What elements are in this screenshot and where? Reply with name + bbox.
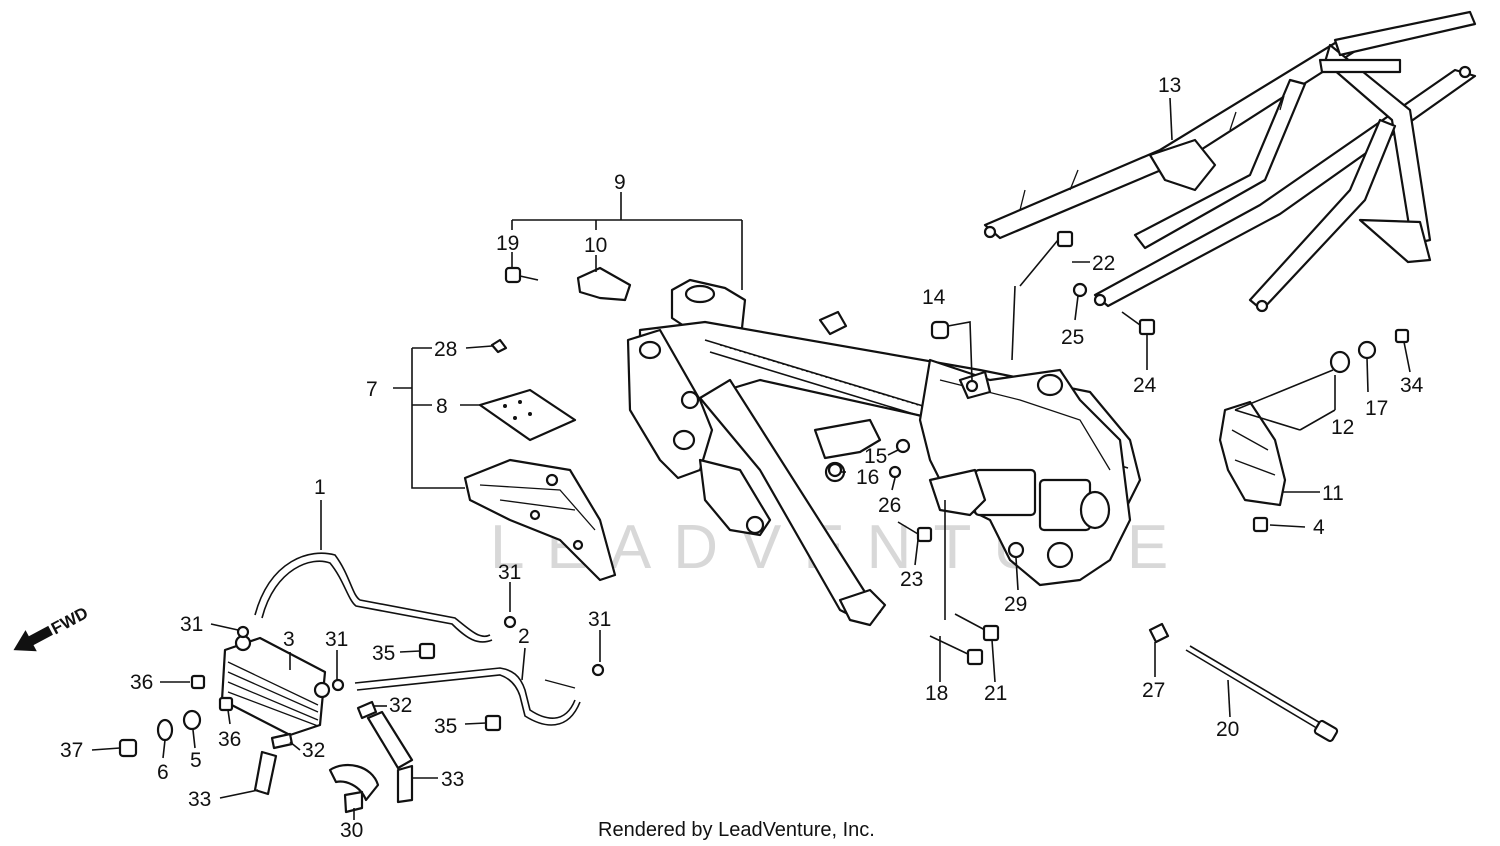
callout-27: 27 — [1142, 679, 1165, 702]
callout-35-b: 35 — [434, 715, 457, 738]
bolt-34 — [1394, 328, 1410, 344]
callout-15: 15 — [864, 445, 887, 468]
hose-30 — [328, 763, 380, 802]
callout-34: 34 — [1400, 374, 1424, 397]
washer-29 — [1007, 541, 1025, 559]
bolt-19 — [504, 266, 539, 284]
footer-caption: Rendered by LeadVenture, Inc. — [598, 819, 875, 841]
callout-13: 13 — [1158, 74, 1181, 97]
callout-10: 10 — [584, 234, 607, 257]
callout-7: 7 — [366, 378, 378, 401]
callout-31-d: 31 — [325, 628, 348, 651]
callout-6: 6 — [157, 761, 169, 784]
cushion-5 — [182, 709, 202, 731]
main-frame — [626, 278, 1142, 627]
callout-11: 11 — [1322, 482, 1344, 505]
bolt-23 — [897, 521, 933, 543]
callout-2: 2 — [518, 625, 530, 648]
callout-20: 20 — [1216, 718, 1239, 741]
callout-18: 18 — [925, 682, 948, 705]
callout-21: 21 — [984, 682, 1007, 705]
nut-26 — [888, 465, 902, 479]
oil-hose-1 — [254, 552, 493, 643]
collar-17 — [1357, 340, 1377, 360]
callout-labels: 1 2 3 4 5 6 7 8 9 10 11 12 13 14 15 16 1… — [60, 74, 1424, 842]
callout-23: 23 — [900, 568, 923, 591]
callout-30: 30 — [340, 819, 363, 842]
callout-33-b: 33 — [441, 768, 464, 791]
clamp-32-b — [356, 700, 378, 720]
callout-5: 5 — [190, 749, 202, 772]
callout-24: 24 — [1133, 374, 1157, 397]
bolt-22 — [1019, 230, 1074, 287]
bolt-21 — [954, 613, 1000, 642]
washer-31-b — [503, 615, 517, 629]
hose-33-b — [366, 710, 414, 770]
collar-6 — [156, 718, 174, 742]
bolt-36-a — [190, 674, 206, 690]
collar-14 — [930, 320, 950, 340]
callout-36-b: 36 — [218, 728, 241, 751]
nut-27 — [1148, 622, 1170, 644]
callout-17: 17 — [1365, 397, 1388, 420]
callout-33-a: 33 — [188, 788, 211, 811]
callout-16: 16 — [856, 466, 879, 489]
clip-4 — [1252, 516, 1269, 533]
oil-hose-2 — [354, 667, 581, 726]
bolt-24 — [1121, 311, 1156, 336]
callout-4: 4 — [1313, 516, 1325, 539]
callout-32-b: 32 — [389, 694, 412, 717]
callout-31-b: 31 — [498, 561, 521, 584]
oil-cooler — [220, 634, 331, 737]
callout-31-a: 31 — [180, 613, 203, 636]
callout-12: 12 — [1331, 416, 1354, 439]
callout-37: 37 — [60, 739, 83, 762]
hose-33-c — [396, 764, 414, 804]
bolt-35-a — [418, 642, 436, 660]
callout-35-a: 35 — [372, 642, 395, 665]
rubber-pad — [478, 388, 577, 442]
nut-16 — [827, 462, 843, 478]
callout-8: 8 — [436, 395, 448, 418]
callout-29: 29 — [1004, 593, 1027, 616]
bolt-36-b — [218, 696, 234, 712]
under-cover — [463, 458, 617, 582]
leader-lines — [91, 97, 1411, 820]
callout-26: 26 — [878, 494, 901, 517]
callout-22: 22 — [1092, 252, 1115, 275]
callout-9: 9 — [614, 171, 626, 194]
nut-28 — [490, 338, 508, 354]
washer-15 — [895, 438, 911, 454]
callout-19: 19 — [496, 232, 519, 255]
rear-subframe — [983, 10, 1477, 313]
callout-25: 25 — [1061, 326, 1084, 349]
grommet-12 — [1329, 350, 1351, 374]
bolt-35-b — [484, 714, 502, 732]
bolt-18 — [929, 635, 984, 666]
clamp-part — [576, 266, 632, 302]
side-cover-11 — [1218, 400, 1287, 507]
washer-25 — [1072, 282, 1088, 298]
washer-31-c — [591, 663, 605, 677]
callout-1: 1 — [314, 476, 326, 499]
callout-3: 3 — [283, 628, 295, 651]
callout-28: 28 — [434, 338, 457, 361]
hose-33-a — [253, 750, 278, 796]
callout-14: 14 — [922, 286, 946, 309]
callout-36-a: 36 — [130, 671, 153, 694]
rod-20 — [1185, 645, 1339, 743]
bolt-37 — [118, 738, 138, 758]
washer-31-a — [236, 625, 250, 639]
callout-31-c: 31 — [588, 608, 611, 631]
callout-32-a: 32 — [302, 739, 325, 762]
washer-31-d — [331, 678, 345, 692]
